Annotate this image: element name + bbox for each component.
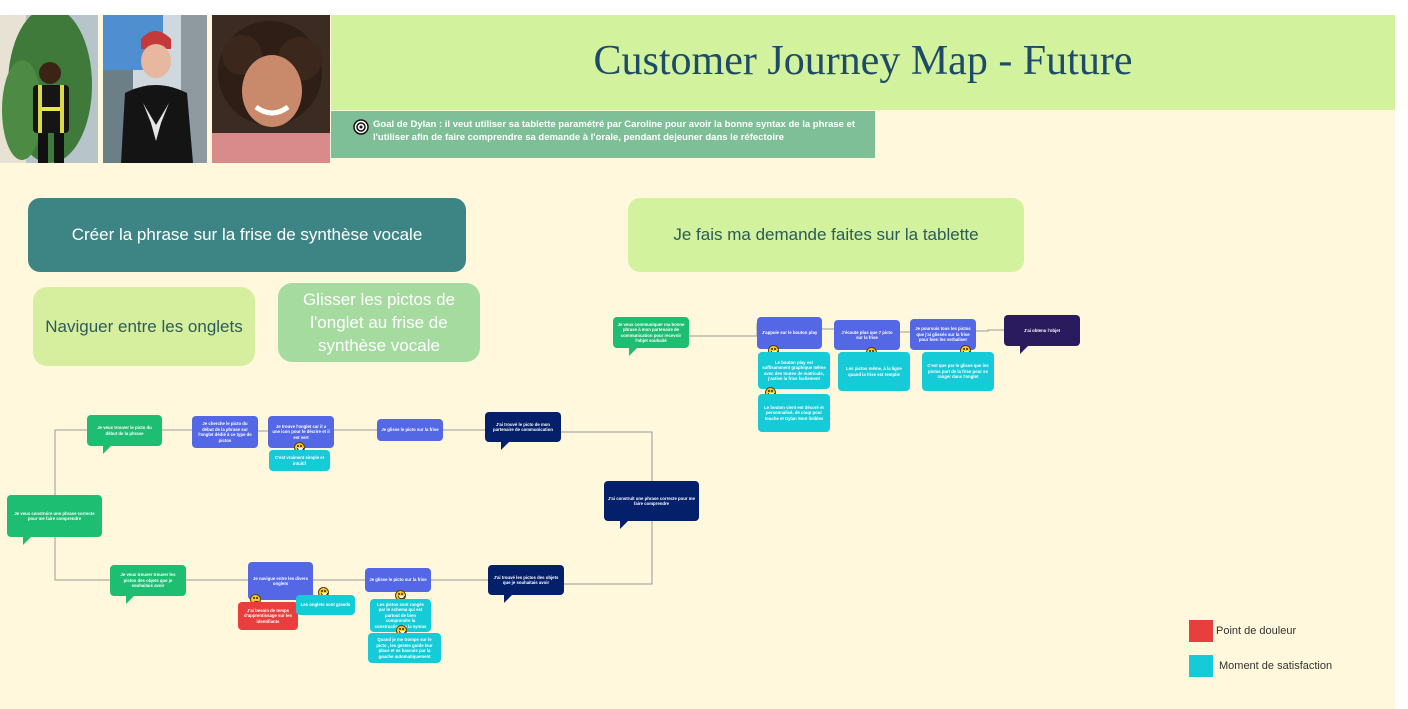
phase-make-request: Je fais ma demande faites sur la tablett… <box>628 198 1024 272</box>
goal-text: Goal de Dylan : il veut utiliser sa tabl… <box>373 119 856 143</box>
bubble-bottom-3: Je glisse le picto sur la frise <box>365 568 431 592</box>
step-navigate-tabs: Naviguer entre les onglets <box>33 287 255 366</box>
bubble-right-2: J'appuie sur le bouton play <box>757 317 822 349</box>
bubble-top-2: Je cherche le picto du début de la phras… <box>192 416 258 448</box>
bubble-right-5: J'ai obtenu l'objet <box>1004 315 1080 354</box>
phase-create-sentence: Créer la phrase sur la frise de synthèse… <box>28 198 466 272</box>
bubble-right-3: J'écoute plus que 7 picto sur la frise <box>834 320 900 350</box>
pain-point-bottom: J'ai besoin de temps d'apprentissage sur… <box>238 602 298 630</box>
legend-label-satisfaction: Moment de satisfaction <box>1219 660 1333 672</box>
legend-swatch-pain <box>1189 620 1213 642</box>
satisfaction-note-bottom-3: Quand je me trompe sur le picto , les ge… <box>368 633 441 663</box>
legend-swatch-satisfaction <box>1189 655 1213 677</box>
step-drag-pictos: Glisser les pictos de l'onglet au frise … <box>278 283 480 362</box>
bubble-bottom-1: Je veux trouver trouver les pictos des o… <box>110 565 186 604</box>
legend-label-pain: Point de douleur <box>1216 625 1297 637</box>
bubble-right-1: Je veux communiquer ma bonne phrase à mo… <box>613 317 689 356</box>
satisfaction-note-right-3: Les pictos même, à la ligne quand la fri… <box>838 352 910 391</box>
satisfaction-note-top: C'est vraiment simple et intuitif <box>269 450 330 471</box>
persona-photo-3 <box>212 15 330 163</box>
target-icon <box>353 119 369 135</box>
goal-banner: Goal de Dylan : il veut utiliser sa tabl… <box>331 111 875 158</box>
satisfaction-note-right-1: Le bouton play est suffisamment graphiqu… <box>758 352 830 389</box>
bubble-bottom-2: Je navigue entre les divers onglets <box>248 562 313 600</box>
bubble-bottom-4: J'ai trouvé les pictos des objets que je… <box>488 565 564 603</box>
bubble-top-1: Je veux trouver le picto du début de la … <box>87 415 162 454</box>
bubble-right-4: Je poursuis tous les pictos que j'ai gli… <box>910 319 976 350</box>
bubble-top-5: J'ai trouvé le picto de mon partenaire d… <box>485 412 561 450</box>
bubble-top-4: Je glisse le picto sur la frise <box>377 419 443 441</box>
persona-photo-2 <box>103 15 207 163</box>
bubble-start-goal: Je veux construire une phrase correcte p… <box>7 495 102 545</box>
bubble-sentence-built: J'ai construit une phrase correcte pour … <box>604 481 699 529</box>
satisfaction-note-right-2: Le bouton vient est décoré et personnali… <box>758 394 830 432</box>
page-title: Customer Journey Map - Future <box>593 38 1133 84</box>
satisfaction-note-bottom-1: Les onglets sont grands <box>296 595 355 615</box>
persona-photo-1 <box>0 15 98 163</box>
satisfaction-note-right-4: C'est que par le glisse que les pictos p… <box>922 352 994 391</box>
title-band: Customer Journey Map - Future <box>331 15 1395 110</box>
